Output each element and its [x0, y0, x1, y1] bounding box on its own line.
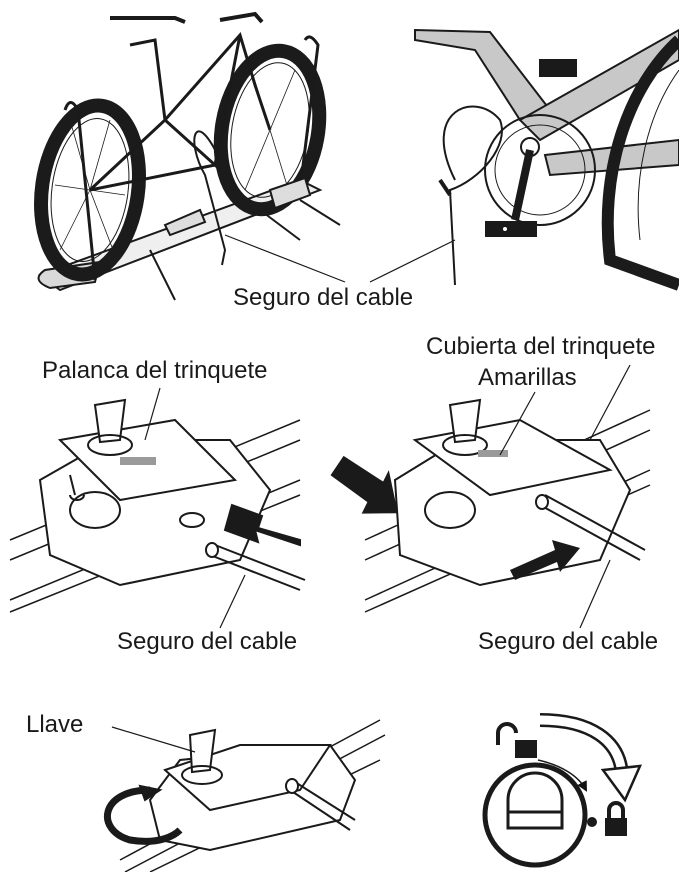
- key-turn-drawing: [103, 719, 386, 872]
- bike-on-rack-drawing: [34, 11, 341, 301]
- locked-padlock-icon: [587, 801, 627, 836]
- cable-lock-label-top: Seguro del cable: [233, 284, 414, 311]
- ratchet-cover-drawing: [330, 398, 651, 613]
- ratchet-insert-drawing: [9, 398, 306, 613]
- cable-around-frame-drawing: [414, 28, 679, 291]
- clockwise-arrow-icon: [537, 713, 643, 803]
- cable-lock-label-mid-left: Seguro del cable: [117, 628, 298, 655]
- cable-lock-label-mid-right: Seguro del cable: [478, 628, 659, 655]
- ratchet-cover-label: Cubierta del trinquete: [426, 333, 656, 360]
- yellow-label: Amarillas: [478, 364, 577, 391]
- lock-dial-drawing: [482, 762, 588, 868]
- unlocked-padlock-icon: [496, 722, 537, 758]
- cable-lock-leaders: [224, 234, 456, 283]
- ratchet-lever-label: Palanca del trinquete: [42, 357, 268, 384]
- key-label: Llave: [26, 711, 84, 738]
